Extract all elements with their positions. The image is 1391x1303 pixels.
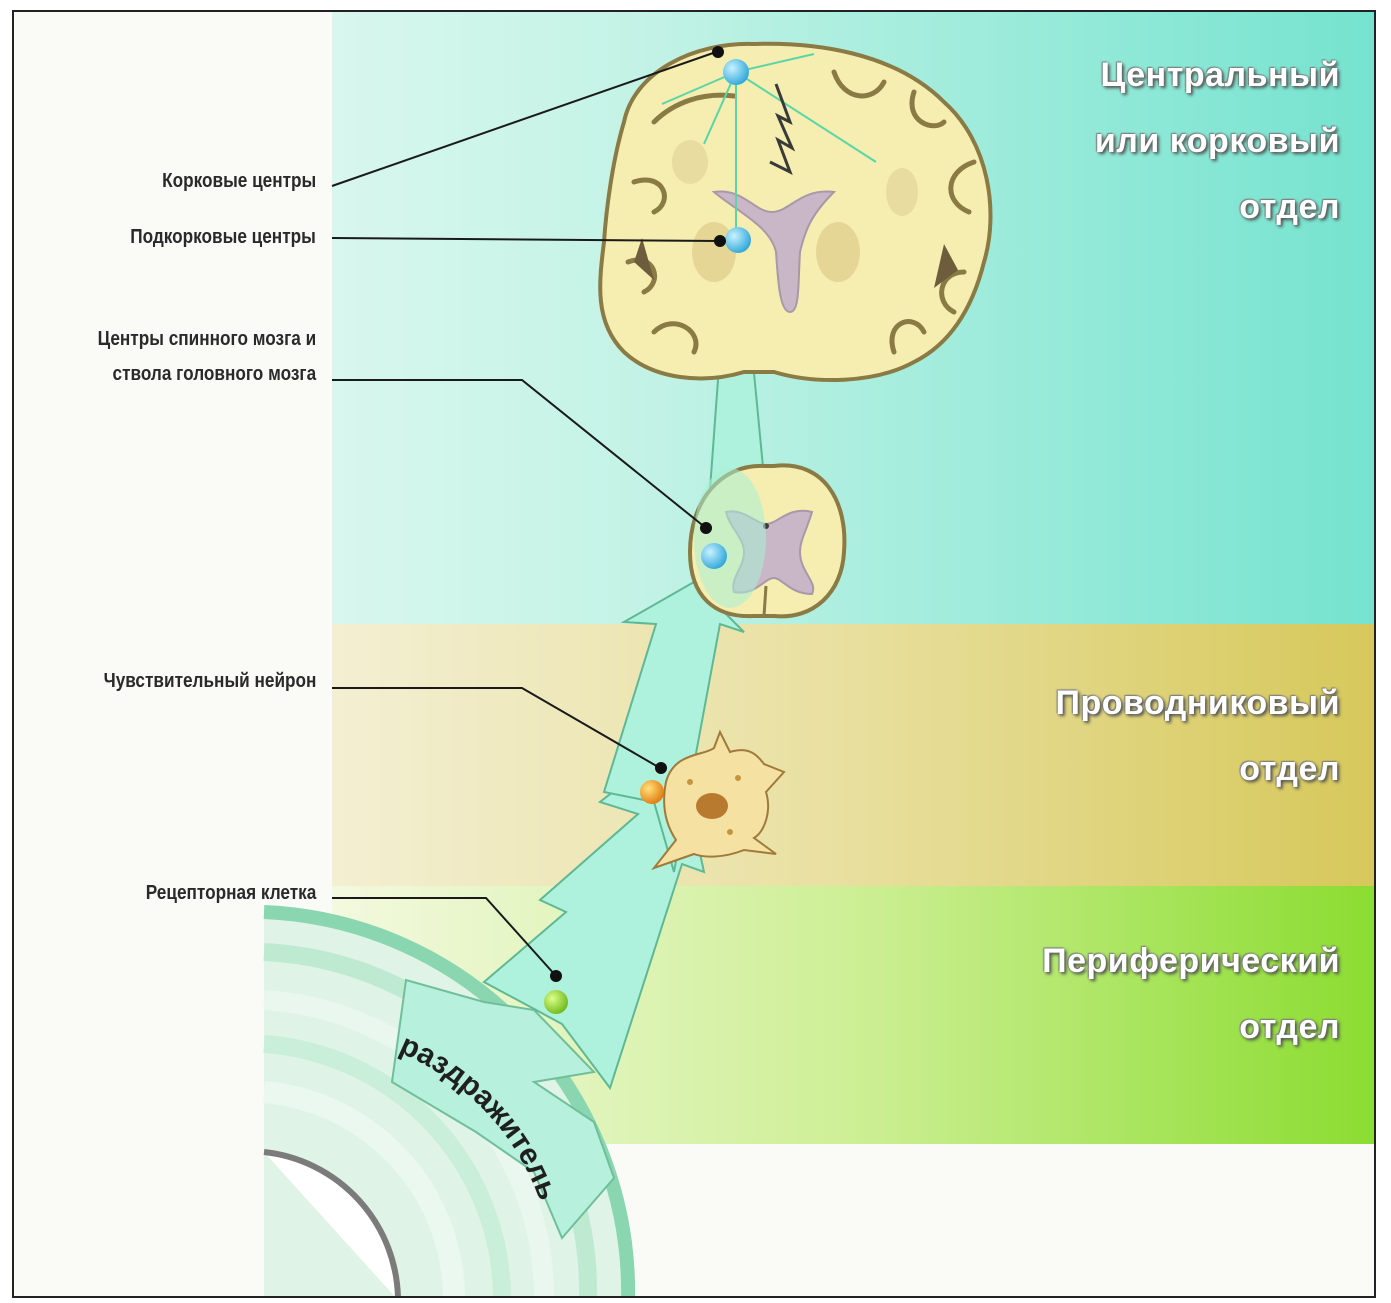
zone-title-central: Центральный или корковый отдел bbox=[1095, 42, 1340, 240]
label-spinal-centers: Центры спинного мозга и ствола головного… bbox=[97, 322, 316, 392]
diagram-frame: раздражитель Корковые центры Подкорковые… bbox=[12, 10, 1376, 1298]
zone-central-line1: Центральный bbox=[1095, 42, 1340, 108]
zone-central-line3: отдел bbox=[1095, 174, 1340, 240]
cortical-center-dot bbox=[723, 59, 749, 85]
zone-conductive-line2: отдел bbox=[1056, 736, 1340, 802]
label-spinal-line1: Центры спинного мозга и bbox=[97, 322, 316, 357]
brain-section bbox=[600, 44, 990, 380]
label-receptor-cell: Рецепторная клетка bbox=[145, 876, 316, 911]
zone-peripheral-line2: отдел bbox=[1042, 994, 1340, 1060]
zone-central-line2: или корковый bbox=[1095, 108, 1340, 174]
zone-peripheral-line1: Периферический bbox=[1042, 928, 1340, 994]
label-subcortical-centers: Подкорковые центры bbox=[130, 220, 316, 255]
label-cortical-centers: Корковые центры bbox=[162, 164, 316, 199]
label-sensory-neuron: Чувствительный нейрон bbox=[103, 664, 316, 699]
zone-conductive-line1: Проводниковый bbox=[1056, 670, 1340, 736]
subcortical-center-dot bbox=[725, 227, 751, 253]
zone-title-peripheral: Периферический отдел bbox=[1042, 928, 1340, 1060]
zone-title-conductive: Проводниковый отдел bbox=[1056, 670, 1340, 802]
label-spinal-line2: ствола головного мозга bbox=[97, 357, 316, 392]
spinal-cord-section bbox=[690, 465, 844, 616]
receptor-dot bbox=[544, 990, 568, 1014]
sensory-neuron-dot bbox=[640, 780, 664, 804]
spinal-center-dot bbox=[701, 543, 727, 569]
